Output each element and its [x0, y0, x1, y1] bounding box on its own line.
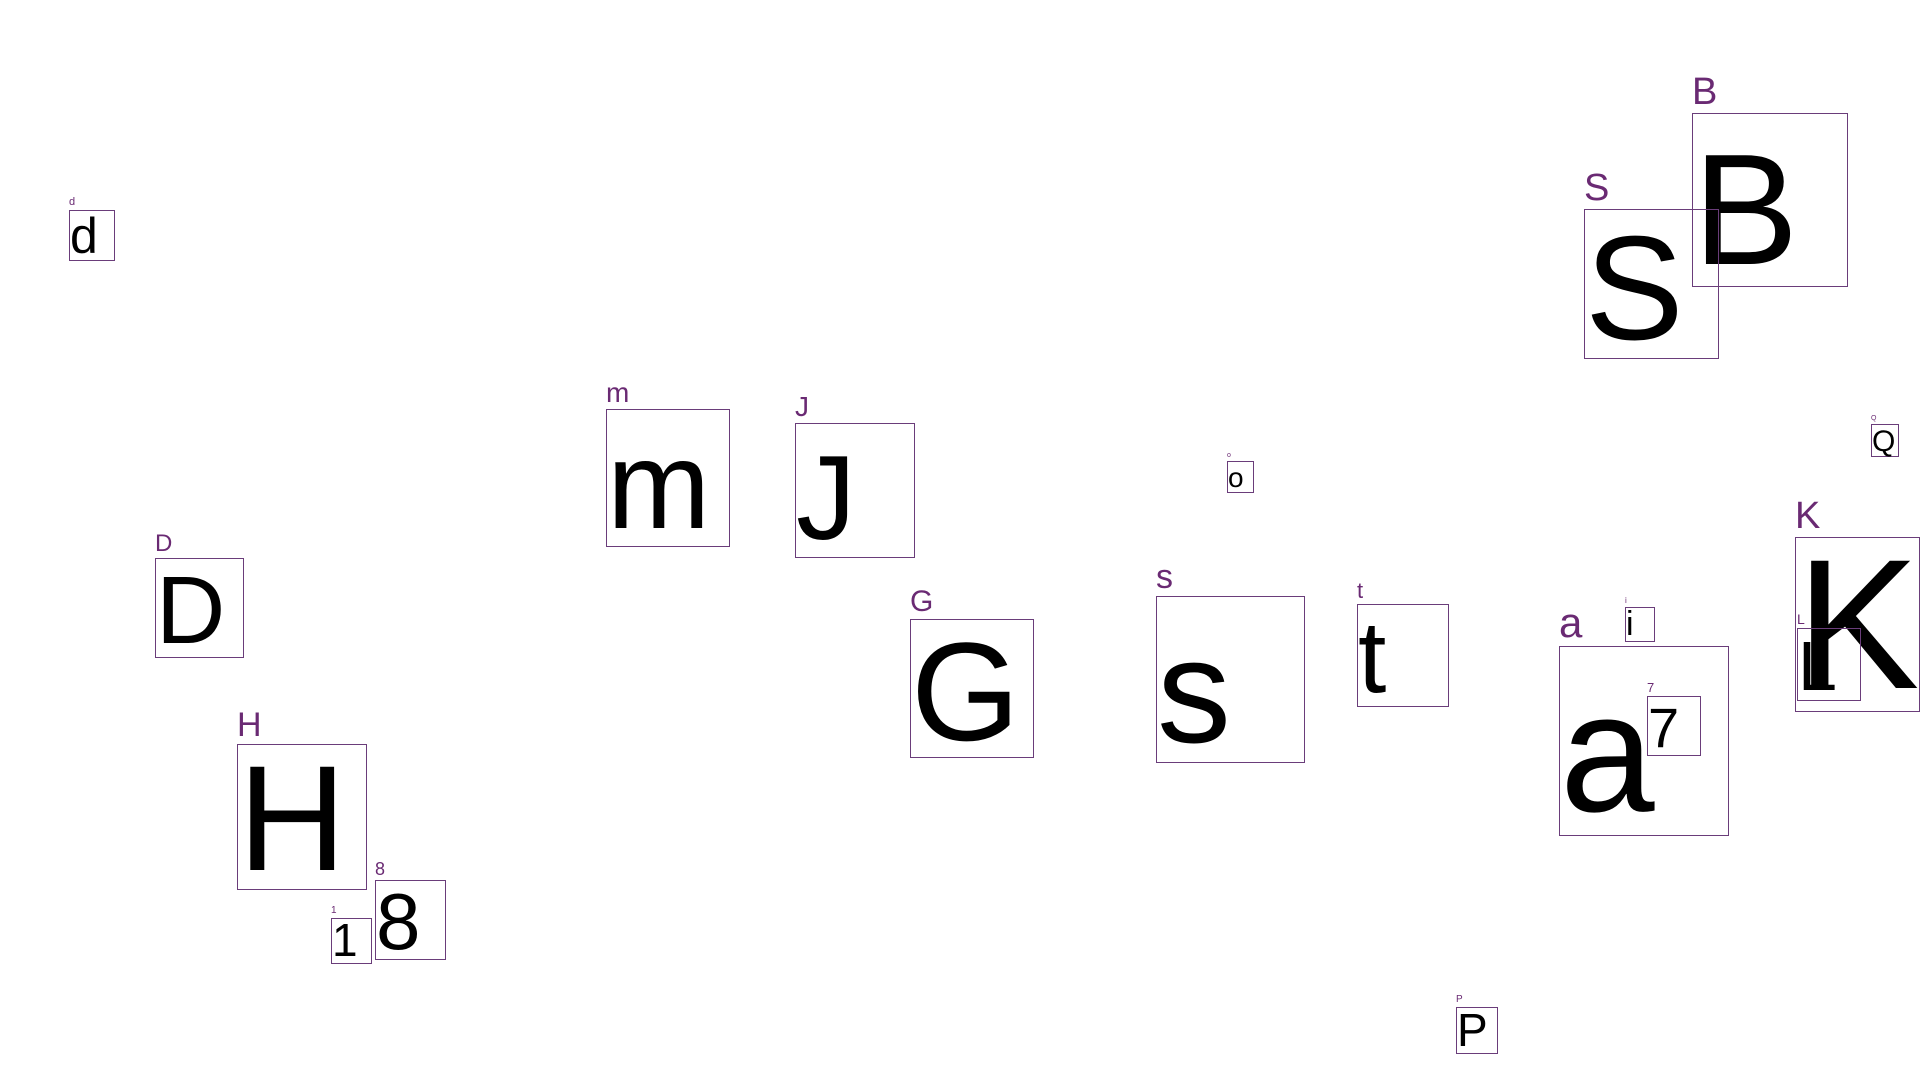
glyph-label-D: D	[155, 530, 173, 557]
glyph-box-K: K	[1795, 521, 1920, 728]
glyph-label-a: a	[1559, 599, 1583, 646]
glyph-box-P: P	[1456, 1007, 1498, 1054]
glyph-box-d: d	[69, 210, 115, 261]
glyph-box-a: a	[1559, 646, 1729, 849]
glyph-t: t	[1358, 600, 1387, 715]
glyph-D: D	[156, 557, 226, 665]
glyph-box-1: 1	[331, 914, 372, 967]
glyph-a: a	[1560, 658, 1655, 849]
glyph-label-t: t	[1357, 578, 1364, 603]
glyph-label-J: J	[795, 391, 809, 422]
glyph-label-L: L	[1797, 611, 1805, 627]
glyph-s: s	[1157, 608, 1231, 774]
glyph-box-D: D	[155, 557, 244, 665]
glyph-label-B: B	[1692, 71, 1718, 113]
glyph-box-m: m	[606, 409, 730, 556]
glyph-label-S: S	[1584, 167, 1610, 209]
glyph-label-m: m	[606, 377, 630, 408]
glyph-label-H: H	[237, 706, 262, 744]
glyph-box-L: L	[1797, 628, 1861, 701]
glyph-label-K: K	[1795, 495, 1821, 537]
glyph-label-s: s	[1156, 558, 1173, 596]
glyph-label-1: 1	[331, 905, 337, 916]
glyph-box-i: i	[1625, 607, 1655, 642]
glyph-box-s: s	[1156, 596, 1305, 774]
glyph-K: K	[1796, 521, 1920, 728]
glyph-label-G: G	[910, 585, 934, 618]
glyph-S: S	[1585, 205, 1684, 371]
glyph-box-7: 7	[1647, 696, 1701, 756]
glyph-1: 1	[332, 914, 358, 967]
glyph-label-7: 7	[1647, 680, 1655, 695]
glyph-box-J: J	[795, 423, 915, 558]
glyph-label-8: 8	[375, 859, 386, 879]
glyph-label-Q: Q	[1871, 415, 1877, 422]
glyph-label-o: o	[1227, 452, 1231, 459]
glyph-box-Q: Q	[1871, 424, 1899, 457]
glyph-L: L	[1798, 627, 1837, 706]
glyph-G: G	[911, 612, 1020, 770]
glyph-i: i	[1626, 605, 1634, 644]
glyph-P: P	[1457, 1004, 1488, 1057]
glyph-J: J	[796, 431, 856, 566]
glyph-label-P: P	[1456, 994, 1463, 1005]
glyph-d: d	[70, 208, 98, 264]
glyph-7: 7	[1648, 696, 1680, 760]
glyph-box-G: G	[910, 612, 1034, 770]
glyph-Q: Q	[1872, 424, 1896, 458]
glyph-box-o: o	[1227, 461, 1254, 493]
glyph-box-t: t	[1357, 600, 1449, 715]
glyph-o: o	[1228, 462, 1244, 494]
glyph-m: m	[607, 417, 711, 556]
glyph-8: 8	[376, 876, 421, 966]
glyph-box-8: 8	[375, 876, 446, 966]
glyph-H: H	[238, 734, 347, 902]
glyph-label-i: i	[1625, 596, 1627, 605]
glyph-box-S: S	[1584, 205, 1719, 371]
glyph-box-H: H	[237, 734, 367, 902]
glyph-label-d: d	[69, 196, 76, 208]
